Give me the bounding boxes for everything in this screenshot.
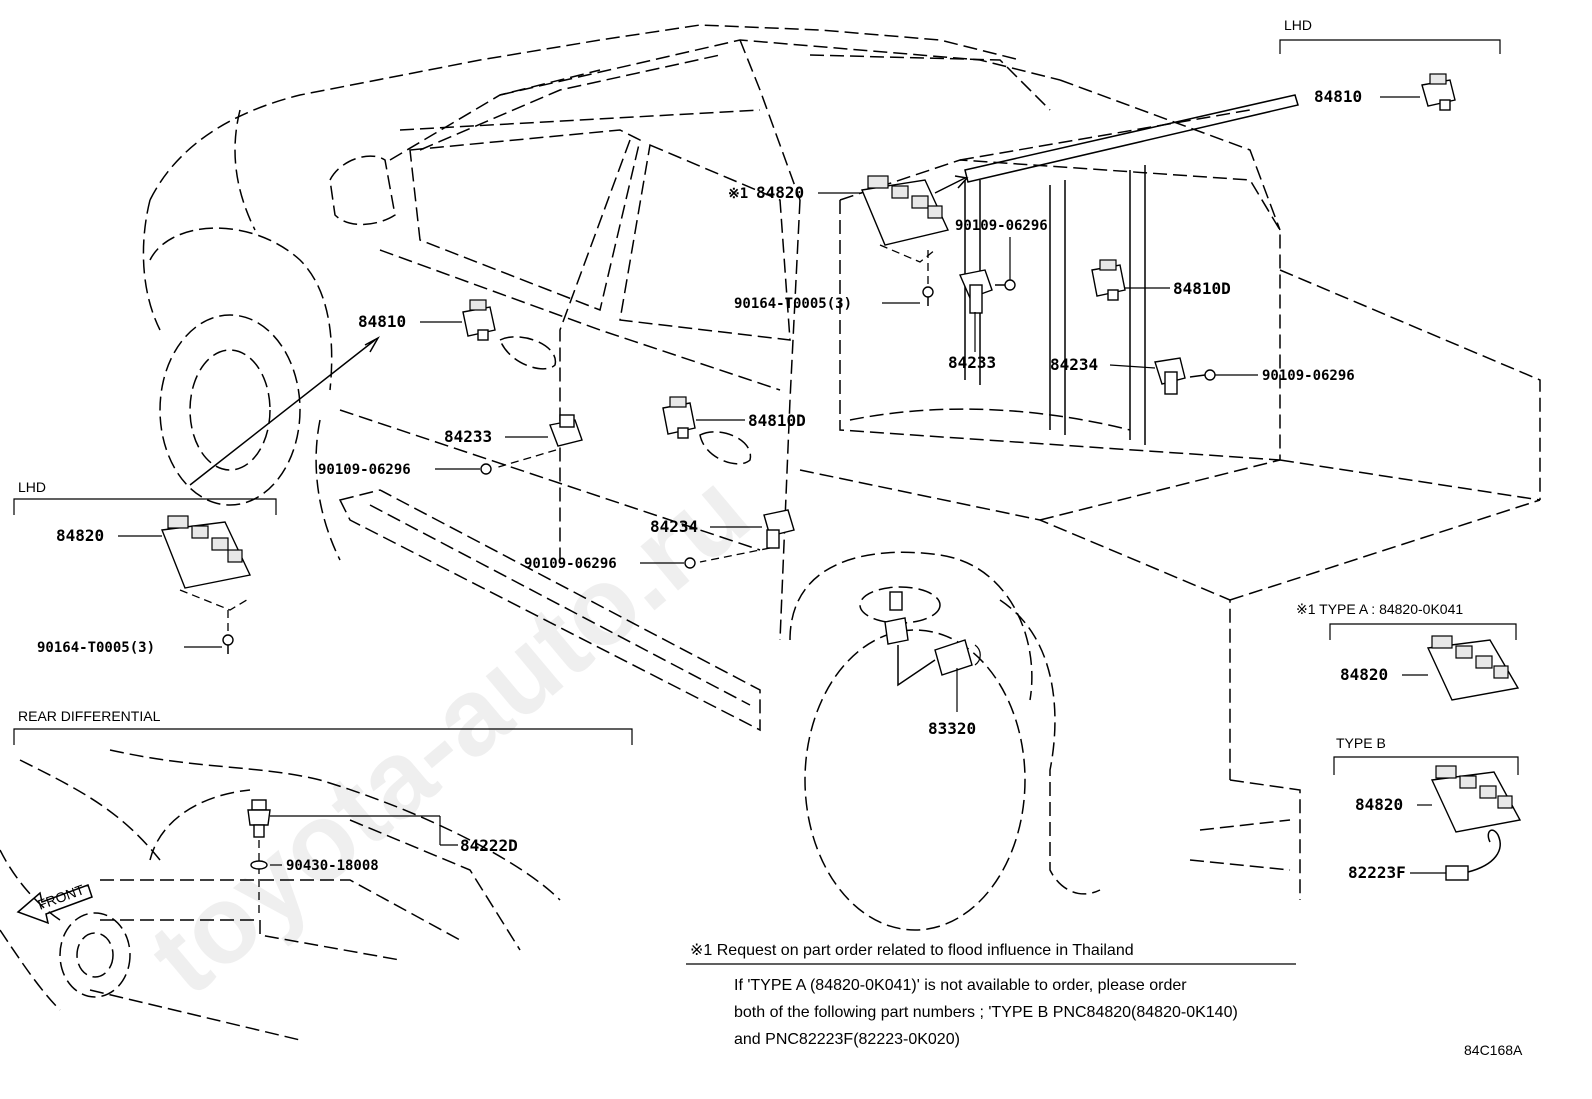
part-label-90430: 90430-18008 [286,858,379,874]
part-label-84810d-right: 84810D [1173,279,1231,298]
part-label-84820-type-b: 84820 [1355,795,1403,814]
rear-differential-group: REAR DIFFERENTIAL FRONT 84222D 90430-180… [0,708,633,1041]
part-label-84233-left: 84233 [444,427,492,446]
part-label-84820-main: 84820 [756,183,804,202]
part-label-84820-lhd: 84820 [56,526,104,545]
part-label-90164-b: 90164-T0005(3) [37,640,155,656]
part-label-84820-type-a: 84820 [1340,665,1388,684]
part-label-82223f: 82223F [1348,863,1406,882]
ref-mark-84820: ※1 [728,186,748,202]
front-arrow-icon [16,884,93,925]
type-a-caption: ※1 TYPE A : 84820-0K041 [1296,601,1463,617]
type-a-group: ※1 TYPE A : 84820-0K041 84820 [1296,601,1520,701]
bed-frame [964,94,1299,445]
truck-outline [142,24,1541,931]
screw-icon-90109-d [684,557,696,569]
screw-icon-90164-b [222,634,234,654]
part-label-84233-right: 84233 [948,353,996,372]
part-label-84222d: 84222D [460,836,518,855]
part-label-90164-a: 90164-T0005(3) [734,296,852,312]
master-switch-main: ※1 84820 90109-06296 90164-T0005(3) [728,175,1048,312]
switch-icon-84820-lhd [161,515,252,611]
lhd-left-label: LHD [18,479,46,495]
harness-icon-82223f [1445,829,1501,881]
screw-icon-90164-a [922,286,934,306]
note-line-1: If 'TYPE A (84820-0K041)' is not availab… [734,977,1187,994]
screw-icon-90109-a [995,279,1016,291]
switch-icon-84820-type-a [1426,635,1520,701]
courtesy-switch-right: 84233 84234 90109-06296 [948,269,1355,395]
part-label-90109-a: 90109-06296 [955,218,1048,234]
part-label-84810d-door: 84810D [748,411,806,430]
note-heading: ※1 Request on part order related to floo… [690,942,1134,959]
switch-icon-84820-type-b [1430,765,1522,833]
part-label-90109-c: 90109-06296 [318,462,411,478]
type-b-caption: TYPE B [1336,735,1386,751]
sensor-83320: 83320 [884,591,981,738]
flood-note: ※1 Request on part order related to floo… [686,942,1296,1048]
part-label-90109-b: 90109-06296 [1262,368,1355,384]
part-label-90109-d: 90109-06296 [524,556,617,572]
part-label-84810-top: 84810 [1314,87,1362,106]
part-label-84810-door: 84810 [358,312,406,331]
lhd-top-group: LHD 84810 [1279,17,1501,111]
window-switch-84810d-door: 84810D [662,396,806,439]
window-switch-84810-door: 84810 [358,299,496,341]
direction-arrows [189,175,969,486]
screw-icon-90109-b [1189,369,1216,381]
drawing-code: 84C168A [1464,1042,1523,1058]
lhd-top-label: LHD [1284,17,1312,33]
part-label-84234-right: 84234 [1050,355,1098,374]
switch-icon-84810-top [1421,73,1456,111]
courtesy-switch-left-rear: 84234 90109-06296 [524,509,795,572]
window-switch-84810d-right: 84810D [1091,259,1231,301]
note-line-3: and PNC82223F(82223-0K020) [734,1031,960,1048]
type-b-group: TYPE B 84820 82223F [1333,735,1522,882]
screw-icon-90109-c [480,463,492,475]
pressure-switch-icon-84222d [247,799,271,838]
courtesy-switch-left-front: 84233 90109-06296 [318,414,583,478]
rear-diff-label: REAR DIFFERENTIAL [18,708,161,724]
note-line-2: both of the following part numbers ; 'TY… [734,1004,1238,1021]
part-label-83320: 83320 [928,719,976,738]
part-label-84234-left: 84234 [650,517,698,536]
bracket-icon-84234-right [1154,357,1186,395]
lhd-left-group: LHD 84820 90164-T0005(3) [13,479,277,656]
bracket-icon-84233-right [959,269,993,314]
